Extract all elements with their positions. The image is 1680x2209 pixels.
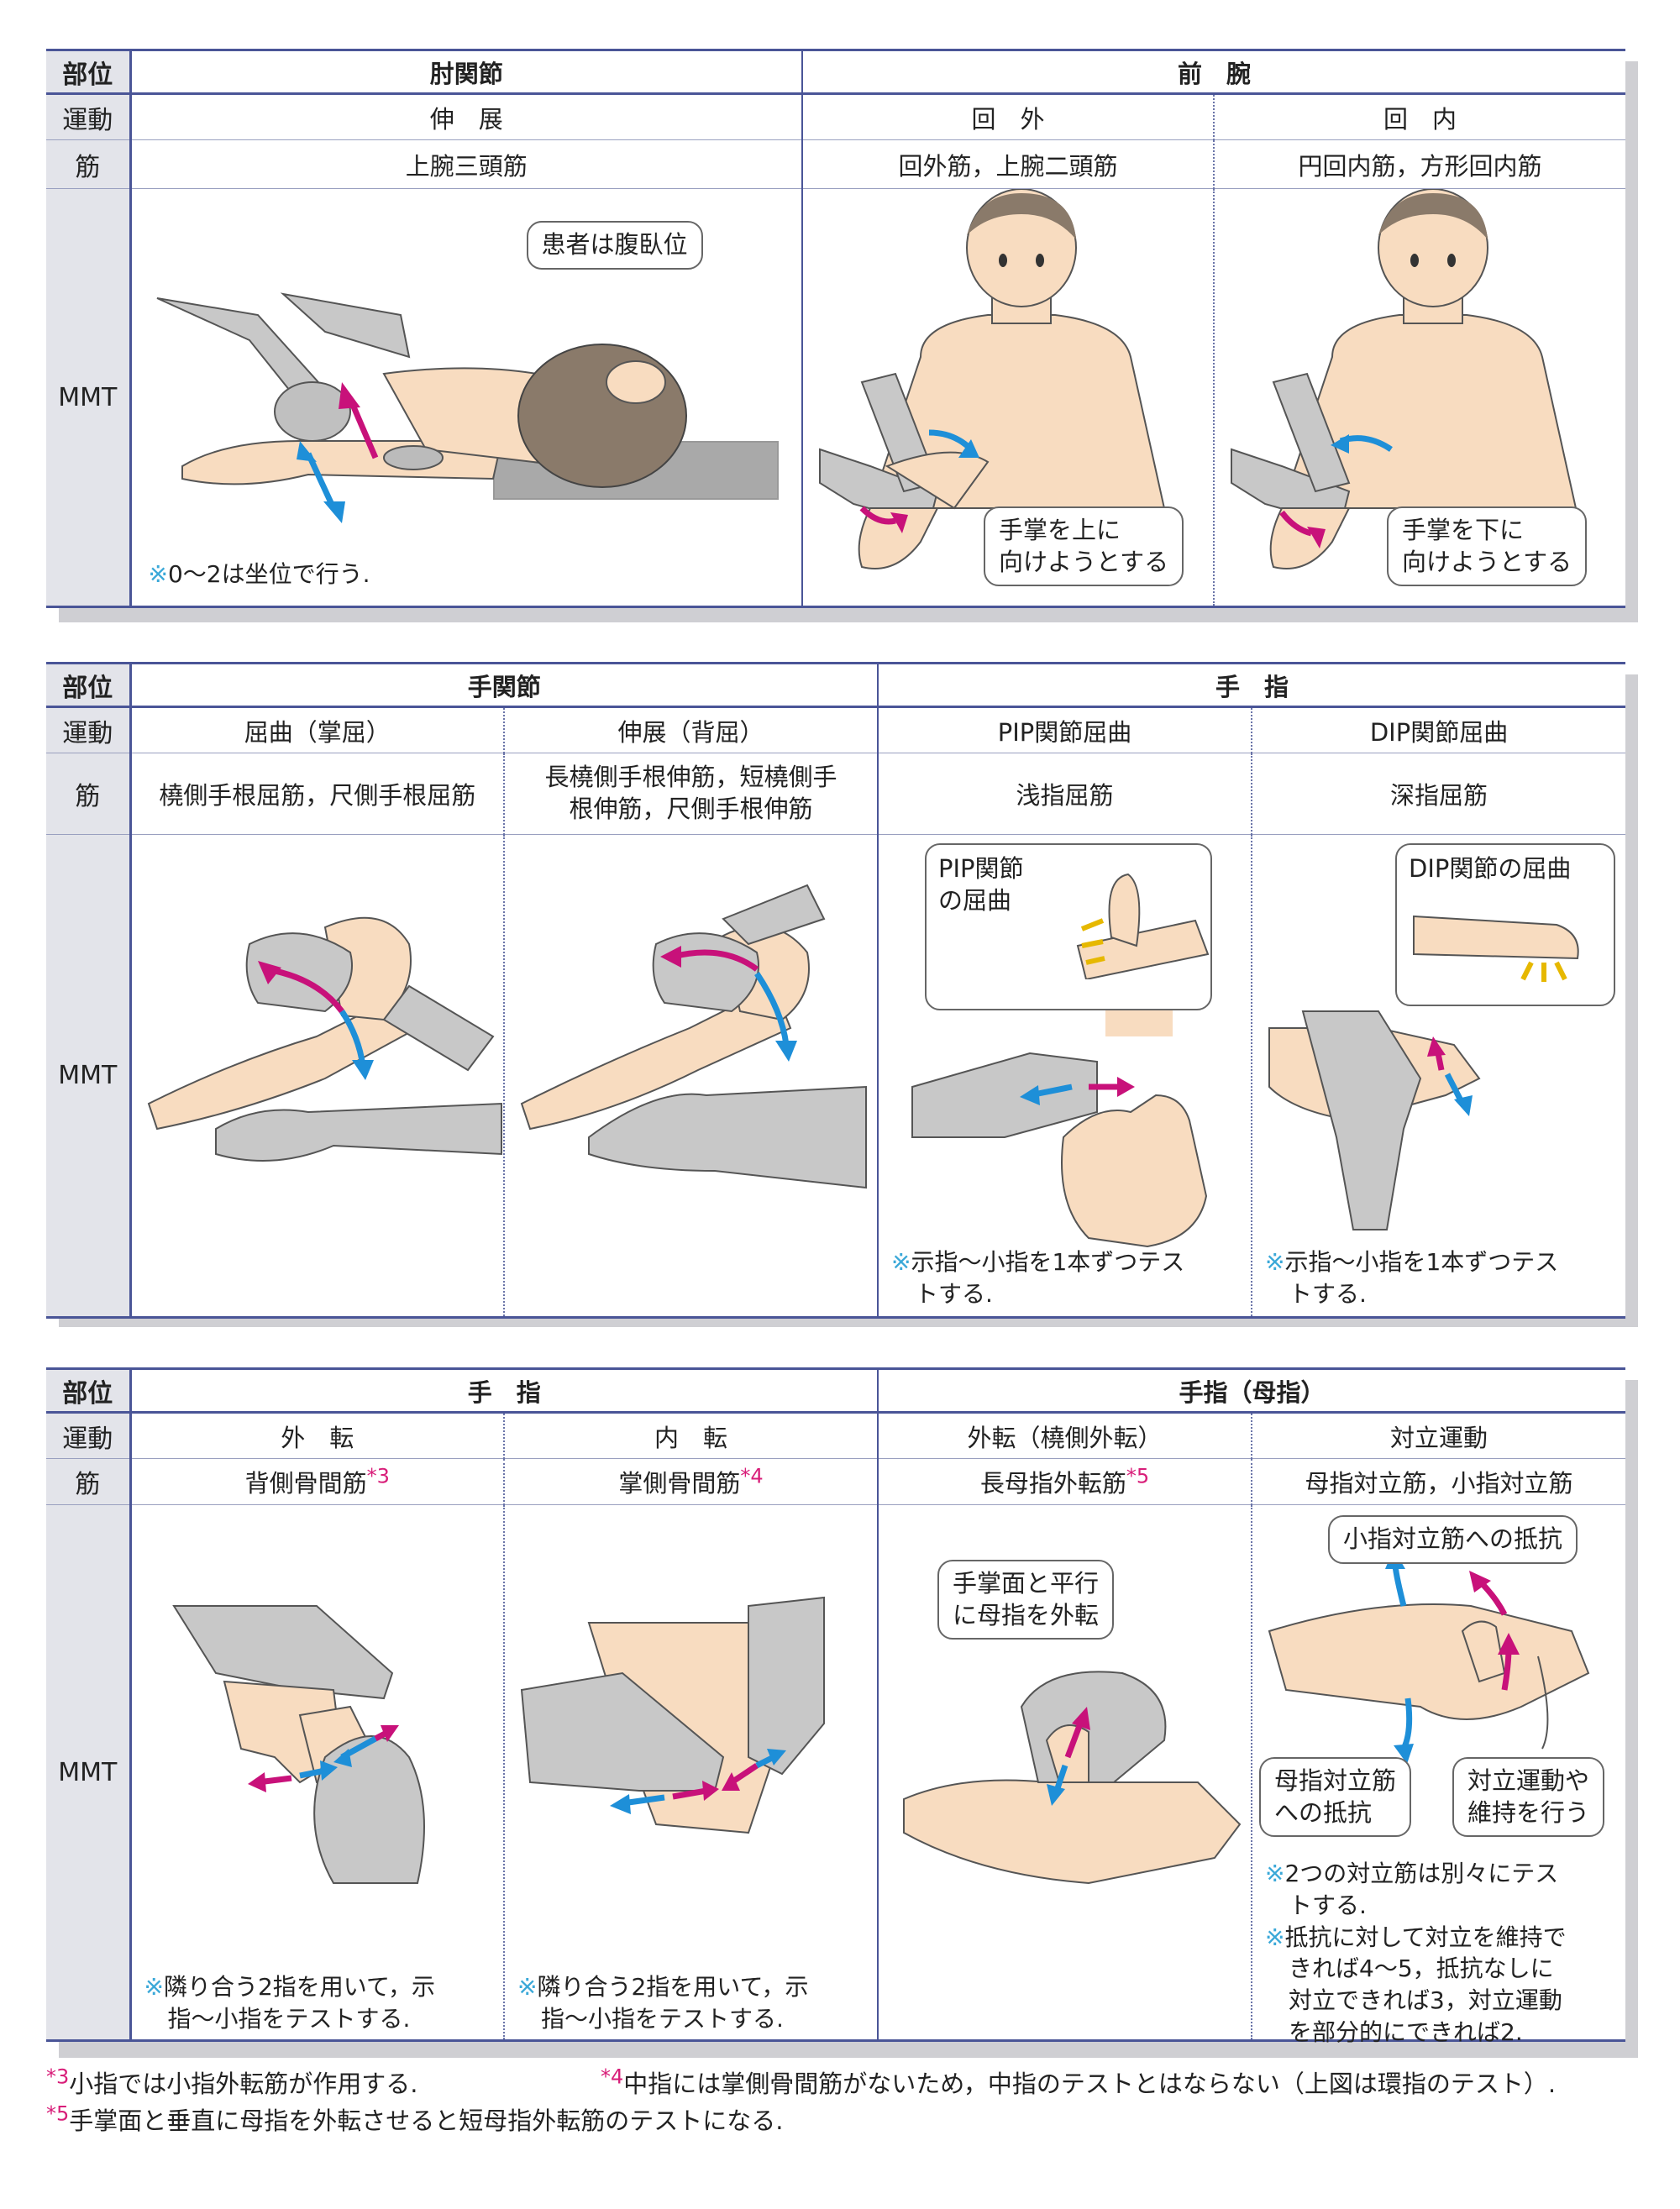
label-muscle: 筋 (46, 1458, 132, 1505)
header-finger: 手 指 (130, 1367, 879, 1414)
illustration-pronation (1231, 189, 1578, 569)
motion-pip-flexion: PIP関節屈曲 (878, 706, 1253, 753)
muscle-supinator: 回外筋，上腕二頭筋 (802, 139, 1215, 189)
figure-thumb-abduction: 手掌面と平行に母指を外転 (878, 1504, 1253, 2042)
bubble-opponens-pollicis: 母指対立筋への抵抗 (1259, 1757, 1412, 1838)
header-finger: 手 指 (878, 662, 1626, 708)
motion-opposition: 対立運動 (1252, 1412, 1626, 1459)
motion-pronation: 回 内 (1214, 93, 1626, 140)
muscle-fds: 浅指屈筋 (878, 753, 1253, 835)
footnote-4: *4中指には掌側骨間筋がないため，中指のテストとはならない（上図は環指のテスト）… (601, 2065, 1557, 2098)
muscle-wrist-extensors: 長橈側手根伸筋，短橈側手根伸筋，尺側手根伸筋 (504, 753, 879, 835)
muscle-fdp: 深指屈筋 (1252, 753, 1626, 835)
muscle-pronator: 円回内筋，方形回内筋 (1214, 139, 1626, 189)
illustration-thumb-abduction (903, 1671, 1242, 1885)
table-wrist-finger: 部位 手関節 手 指 運動 屈曲（掌屈） 伸展（背屈） PIP関節屈曲 DIP関… (46, 662, 1626, 1319)
bubble-pip: PIP関節の屈曲 (925, 843, 1213, 1010)
header-thumb: 手指（母指） (878, 1367, 1626, 1414)
bubble-prone: 患者は腹臥位 (526, 221, 703, 270)
label-part: 部位 (46, 49, 132, 95)
motion-extension: 伸 展 (130, 93, 803, 140)
bubble-pronation: 手掌を下に向けようとする (1387, 506, 1588, 587)
bubble-opponens-digiti: 小指対立筋への抵抗 (1328, 1515, 1578, 1564)
figure-wrist-extension (504, 834, 879, 1319)
figure-wrist-flexion (130, 834, 505, 1319)
illustration-dip-flexion (1268, 1010, 1481, 1230)
illustration-finger-adduction (520, 1596, 825, 1834)
figure-elbow-extension: 患者は腹臥位 ※0〜2は坐位で行う. (130, 188, 803, 608)
motion-abduction: 外 転 (130, 1412, 505, 1459)
note-pip: ※示指〜小指を1本ずつテストする. (891, 1248, 1185, 1308)
muscle-palmar-interossei: 掌側骨間筋*4 (504, 1458, 879, 1505)
header-wrist: 手関節 (130, 662, 879, 708)
note-opposition: ※2つの対立筋は別々にテス トする. ※抵抗に対して対立を維持で きれば4〜5，… (1265, 1860, 1567, 2046)
illustration-wrist-extension (520, 884, 867, 1189)
table-elbow-forearm: 部位 肘関節 前 腕 運動 伸 展 回 外 回 内 筋 上腕三頭筋 回外筋，上腕… (46, 49, 1626, 608)
label-part: 部位 (46, 1367, 132, 1414)
motion-thumb-abduction: 外転（橈側外転） (878, 1412, 1253, 1459)
motion-supination: 回 外 (802, 93, 1215, 140)
muscle-apl: 長母指外転筋*5 (878, 1458, 1253, 1505)
bubble-supination: 手掌を上に向けようとする (984, 506, 1184, 587)
footnote-3: *3小指では小指外転筋が作用する. (46, 2065, 418, 2098)
note-sitting: ※0〜2は坐位で行う. (148, 560, 370, 588)
figure-opposition: 小指対立筋への抵抗 母指対立筋への抵抗 対立運動や維持を行う ※2つの対立筋は別… (1252, 1504, 1626, 2046)
table-finger-thumb: 部位 手 指 手指（母指） 運動 外 転 内 転 外転（橈側外転） 対立運動 筋… (46, 1367, 1626, 2046)
figure-supination: 手掌を上に向けようとする (802, 188, 1215, 608)
inset-dip (1413, 915, 1579, 982)
label-part: 部位 (46, 662, 132, 708)
illustration-wrist-flexion (147, 916, 502, 1162)
note-dip: ※示指〜小指を1本ずつテストする. (1265, 1248, 1559, 1308)
header-elbow: 肘関節 (130, 49, 803, 95)
muscle-wrist-flexors: 橈側手根屈筋，尺側手根屈筋 (130, 753, 505, 835)
bubble-dip: DIP関節の屈曲 (1395, 843, 1616, 1006)
illustration-opposition (1268, 1549, 1590, 1764)
figure-finger-abduction: ※隣り合う2指を用いて，示指〜小指をテストする. (130, 1504, 505, 2042)
motion-dip-flexion: DIP関節屈曲 (1252, 706, 1626, 753)
label-muscle: 筋 (46, 753, 132, 835)
muscle-opponens: 母指対立筋，小指対立筋 (1252, 1458, 1626, 1505)
label-mmt: MMT (46, 188, 132, 608)
illustration-prone-elbow (156, 292, 779, 523)
label-mmt: MMT (46, 834, 132, 1319)
muscle-dorsal-interossei: 背側骨間筋*3 (130, 1458, 505, 1505)
label-motion: 運動 (46, 1412, 132, 1459)
illustration-finger-abduction (171, 1605, 425, 1884)
footnote-5: *5手掌面と垂直に母指を外転させると短母指外転筋のテストになる. (46, 2101, 784, 2135)
note-abduction: ※隣り合う2指を用いて，示指〜小指をテストする. (144, 1973, 436, 2033)
figure-finger-adduction: ※隣り合う2指を用いて，示指〜小指をテストする. (504, 1504, 879, 2042)
label-mmt: MMT (46, 1504, 132, 2042)
label-muscle: 筋 (46, 139, 132, 189)
bubble-thumb: 手掌面と平行に母指を外転 (937, 1560, 1115, 1640)
illustration-supination (819, 189, 1166, 569)
bubble-opposition-action: 対立運動や維持を行う (1452, 1757, 1605, 1838)
label-motion: 運動 (46, 706, 132, 753)
figure-dip-flexion: DIP関節の屈曲 ※示指〜小指を1本ずつテストする. (1252, 834, 1626, 1319)
motion-adduction: 内 転 (504, 1412, 879, 1459)
figure-pronation: 手掌を下に向けようとする (1214, 188, 1626, 608)
note-adduction: ※隣り合う2指を用いて，示指〜小指をテストする. (517, 1973, 809, 2033)
header-forearm: 前 腕 (802, 49, 1626, 95)
label-motion: 運動 (46, 93, 132, 140)
muscle-triceps: 上腕三頭筋 (130, 139, 803, 189)
motion-wrist-flexion: 屈曲（掌屈） (130, 706, 505, 753)
inset-pip (1076, 873, 1210, 979)
figure-pip-flexion: PIP関節の屈曲 ※示指〜小指を1本ずつテストする. (878, 834, 1253, 1319)
motion-wrist-extension: 伸展（背屈） (504, 706, 879, 753)
